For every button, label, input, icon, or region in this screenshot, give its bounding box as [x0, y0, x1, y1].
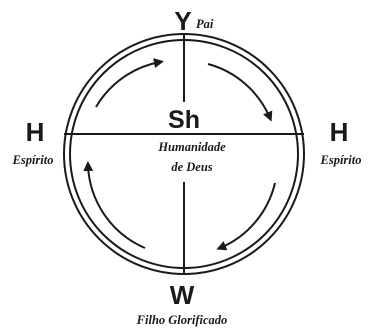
arrow-bottom-left — [83, 161, 146, 249]
bottom-letter: W — [170, 280, 195, 310]
center-line-2: de Deus — [171, 160, 212, 174]
arrow-top-right — [207, 63, 273, 122]
right-label: Espírito — [320, 153, 362, 167]
top-label: Pai — [196, 17, 214, 31]
center-line-1: Humanidade — [157, 140, 226, 154]
left-label: Espírito — [12, 153, 54, 167]
top-letter: Y — [174, 6, 191, 36]
left-letter: H — [26, 117, 45, 147]
center-letter: Sh — [168, 106, 200, 134]
bottom-label: Filho Glorificado — [136, 313, 228, 327]
right-letter: H — [330, 117, 349, 147]
arrow-bottom-right — [216, 182, 276, 251]
arrow-top-left — [95, 58, 164, 108]
